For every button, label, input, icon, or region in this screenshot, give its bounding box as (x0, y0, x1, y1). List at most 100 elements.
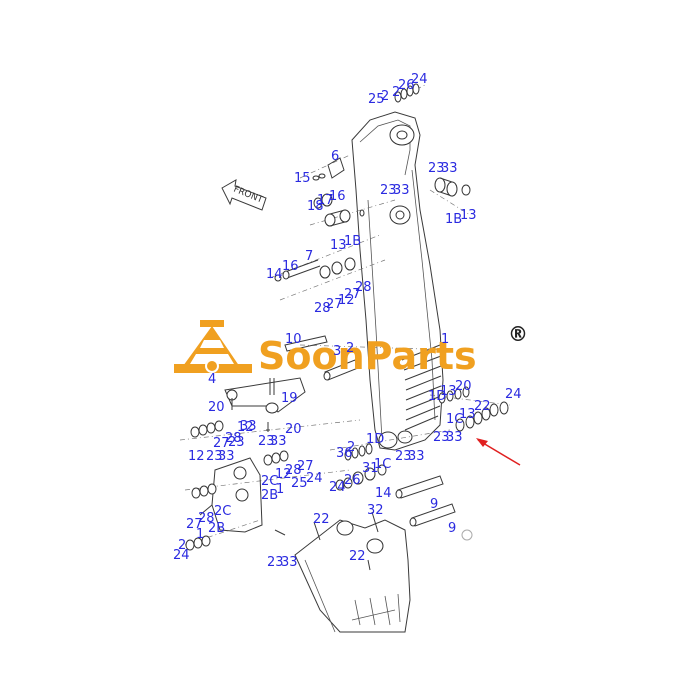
part-label: 7 (305, 249, 313, 264)
part-label: 4 (208, 372, 216, 387)
part-label: 10 (285, 332, 302, 347)
part-label: 23 (228, 435, 245, 450)
part-label: 1D (366, 432, 384, 447)
part-label: 27 (297, 459, 314, 474)
part-label: 28 (198, 511, 215, 526)
part-label: 18 (307, 199, 324, 214)
part-label: 2B (208, 521, 225, 536)
bucket (294, 519, 411, 633)
part-label: 14 (266, 267, 283, 282)
red-callout-arrow (476, 438, 521, 466)
part-label: 22 (349, 549, 366, 564)
middle-lower-washers (335, 443, 387, 491)
part-label: 25 (368, 92, 385, 107)
pin-10-3 (284, 335, 359, 381)
logo-brand-text: SoonParts (258, 334, 477, 378)
part-label: 27 (344, 287, 361, 302)
part-label: 31 (362, 461, 379, 476)
part-label: 33 (218, 449, 235, 464)
part-label: 1C (446, 412, 463, 427)
part-label: 23 (380, 183, 397, 198)
part-label: 27 (213, 436, 230, 451)
part-label: 1B (445, 212, 462, 227)
part-label: 28 (225, 431, 242, 446)
soonparts-logo: SoonParts ® (174, 320, 528, 378)
part-label: 26 (398, 78, 415, 93)
part-label: 22 (474, 399, 491, 414)
part-label: 23 (206, 449, 223, 464)
part-label: 16 (329, 189, 346, 204)
part-label: 17 (317, 193, 334, 208)
part-label: 12 (275, 467, 292, 482)
part-label: 23 (267, 555, 284, 570)
boom-arm (351, 111, 444, 451)
pins-14-9 (395, 475, 473, 541)
small-bolts (231, 398, 379, 571)
part-label: 1B (344, 234, 361, 249)
part-label: 23 (258, 434, 275, 449)
part-label: 33 (446, 430, 463, 445)
washer-stacks-left (185, 420, 289, 551)
part-label: 24 (329, 480, 346, 495)
part-label: 2 (347, 440, 355, 455)
part-label: 2 (392, 85, 400, 100)
part-label: 2 (346, 341, 354, 356)
part-label: 24 (505, 387, 522, 402)
part-label: 2C (261, 474, 278, 489)
right-washer-stack (438, 386, 509, 432)
part-label: 1 (441, 332, 449, 347)
part-label: 24 (306, 471, 323, 486)
part-label: 14 (375, 486, 392, 501)
part-label: 27 (186, 517, 203, 532)
part-labels: 25 2 2 26 24 6 15 17 16 18 23 33 23 33 1… (173, 72, 522, 570)
part-label: 13 (440, 384, 457, 399)
part-label: 20 (285, 422, 302, 437)
part-label: 12 (188, 449, 205, 464)
upper-left-parts (312, 157, 365, 227)
part-label: 2 (381, 89, 389, 104)
part-label: 23 (395, 449, 412, 464)
part-label: 33 (240, 419, 257, 434)
part-label: 25 (291, 476, 308, 491)
part-label: 33 (393, 183, 410, 198)
part-label: 3 (333, 344, 341, 359)
part-label: 28 (314, 301, 331, 316)
part-label: 33 (441, 161, 458, 176)
part-label: 13 (459, 407, 476, 422)
part-label: 20 (455, 379, 472, 394)
part-label: 15 (294, 171, 311, 186)
top-pin-stack (394, 83, 420, 103)
part-label: 32 (367, 503, 384, 518)
link-plate (199, 457, 263, 533)
part-label: 2B (261, 488, 278, 503)
part-label: 2 (178, 538, 186, 553)
part-label: 33 (408, 449, 425, 464)
part-label: 6 (331, 149, 339, 164)
logo-crane-icon (174, 320, 252, 373)
part-label: 13 (330, 238, 347, 253)
part-label: 26 (344, 473, 361, 488)
part-label: 33 (281, 555, 298, 570)
part-label: 23 (433, 430, 450, 445)
right-bushings (434, 177, 471, 197)
logo-registered-mark: ® (508, 322, 528, 346)
part-label: 2C (214, 504, 231, 519)
part-label: 19 (281, 391, 298, 406)
part-label: 23 (428, 161, 445, 176)
part-label: 1 (196, 527, 204, 542)
part-label: 36 (336, 446, 353, 461)
part-label: 33 (270, 434, 287, 449)
part-label: 1D (428, 389, 446, 404)
part-label: 24 (173, 548, 190, 563)
part-label: 9 (448, 521, 456, 536)
part-label: 1 (276, 482, 284, 497)
part-label: 16 (282, 259, 299, 274)
front-arrow: FRONT (221, 179, 267, 211)
part-label: 9 (430, 497, 438, 512)
pin-7-assembly (274, 257, 356, 282)
part-label: 12 (237, 420, 254, 435)
part-label: 12 (338, 293, 355, 308)
part-label: 20 (208, 400, 225, 415)
part-label: 27 (326, 297, 343, 312)
